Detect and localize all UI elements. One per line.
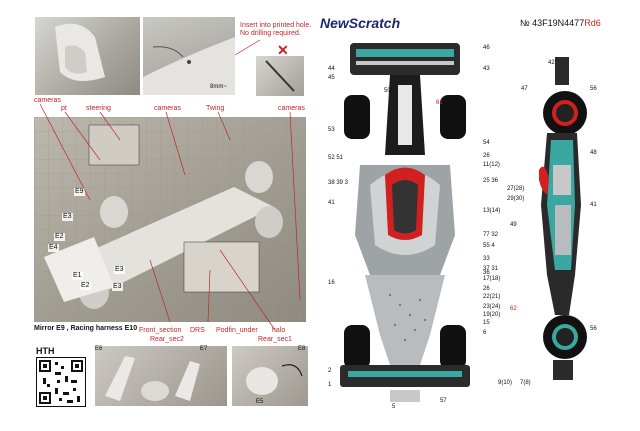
tv-num-16: 16 [328,280,335,286]
label-cameras-mid: cameras [154,105,181,112]
sv-num-56-a: 56 [590,86,597,92]
callout-e9: E9 [74,188,85,196]
sv-num-62: 62 [510,306,517,312]
label-twing: Twing [206,105,225,112]
tv-num-1: 1 [328,382,332,388]
tv-num-54: 54 [483,140,490,146]
bottom-photo-e8 [232,346,308,406]
caption: Mirror E9 , Racing harness E10 [34,325,138,332]
sv-num-9-10: 9(10) [498,380,513,386]
tv-num-5: 5 [392,404,396,410]
tv-num-37-31: 37 31 [483,266,499,272]
sv-num-56-b: 56 [590,326,597,332]
label-podfin-under: Podfin_under [216,327,258,334]
label-rear-sec1: Rear_sec1 [258,336,292,343]
instruction-text: Insert into printed hole. No drilling re… [240,22,311,38]
tv-num-50: 50 [384,88,391,94]
callout-e2-b: E2 [80,282,91,290]
tv-num-15: 15 [483,320,490,326]
callout-e2-a: E2 [54,233,65,241]
serial-main: № 43F19N4477 [520,18,585,28]
tv-num-36: 36 [483,270,490,276]
tv-num-38-39-3: 38 39 3 [328,180,349,186]
tv-num-29-30: 29(30) [507,196,525,202]
tv-num-17-18: 17(18) [483,276,501,282]
tv-num-47: 47 [521,86,528,92]
car-side-view [539,57,587,380]
measure-label: 8mm~ [210,84,227,90]
sv-num-48: 48 [590,150,597,156]
car-model-illustration [34,117,306,322]
tv-num-22-21: 22(21) [483,294,501,300]
tv-num-19-20: 19(20) [483,312,501,318]
tv-num-27-28: 27(28) [507,186,525,192]
tv-num-25-36: 25 36 [483,178,499,184]
tv-num-23-24: 23(24) [483,304,501,310]
label-e6: E6 [95,346,103,352]
serial-number: № 43F19N4477Rd6 [520,18,601,28]
instruction-line-1: Insert into printed hole. [240,22,312,29]
tv-num-61: 61 [436,100,443,106]
sv-num-42: 42 [548,60,555,66]
car-top-view [340,43,470,402]
label-e5: E5 [256,399,264,405]
label-halo: halo [272,327,286,334]
tv-num-41: 41 [328,200,335,206]
tv-num-57: 57 [440,398,447,404]
label-e8: E8 [298,346,306,352]
instruction-line-2: No drilling required. [240,30,301,37]
tv-num-6: 6 [483,330,487,336]
label-steering: steering [86,105,111,112]
label-cameras-left: cameras [34,97,61,104]
hth-label: HTH [36,346,55,356]
tv-num-46: 46 [483,45,490,51]
drill-detail-photo [256,56,304,96]
rear-parts-illustration [105,356,200,401]
nose-detail-photo [35,17,140,95]
qr-code-pattern [39,360,83,404]
hole-detail-photo [143,17,235,95]
tv-num-11-12: 11(12) [483,162,500,168]
nose-model-illustration [55,23,105,82]
callout-e3-c: E3 [112,283,123,291]
callout-e3-a: E3 [62,213,73,221]
callout-e1: E1 [72,272,83,280]
tv-num-53: 53 [328,127,335,133]
drill-illustration [265,60,295,92]
qr-code [36,357,86,407]
tv-num-2: 2 [328,368,332,374]
label-cameras-right: cameras [278,105,305,112]
tv-num-52-51: 52 51 [328,155,344,161]
label-front-section: Front_section [139,327,182,334]
sv-num-41: 41 [590,202,597,208]
tv-num-33: 33 [483,256,490,262]
hole-model-illustration [143,37,235,95]
sv-num-7-8: 7(8) [520,380,531,386]
bottom-photo-e6-e7 [95,346,227,406]
tv-num-55-4: 55 4 [483,243,495,249]
label-pt: pt [61,105,67,112]
leader-lines [39,39,301,331]
mirror-part-illustration [246,364,303,395]
no-drill-cross-icon: ✕ [277,42,289,58]
serial-suffix: Rd6 [584,18,601,28]
callout-e4: E4 [48,244,59,252]
label-drs: DRS [190,327,205,334]
tv-num-26-b: 26 [483,286,490,292]
tv-num-43: 43 [483,66,490,72]
main-model-photo [34,117,306,322]
label-e7: E7 [200,346,208,352]
tv-num-44: 44 [328,66,335,72]
callout-e3-b: E3 [114,266,125,274]
tv-num-13-14: 13(14) [483,208,501,214]
tv-num-45: 45 [328,75,335,81]
sv-num-49: 49 [510,222,517,228]
brand-title: NewScratch [320,15,401,31]
tv-num-77-32: 77 32 [483,232,499,238]
tv-num-26-a: 26 [483,153,490,159]
label-rear-sec2: Rear_sec2 [150,336,184,343]
